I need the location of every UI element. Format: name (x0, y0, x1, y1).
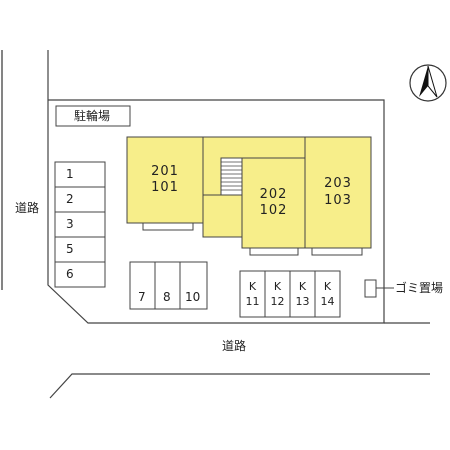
unit-number-102: 102 (259, 203, 288, 218)
garbage-area-box (364, 279, 377, 298)
parking-spot-8: 8 (163, 290, 171, 304)
unit-number-202: 202 (259, 186, 288, 202)
road-label-left: 道路 (15, 201, 40, 215)
parking-spot-k14: K 14 (320, 280, 335, 308)
parking-spot-1: 1 (66, 167, 74, 181)
road-edge-bottom (49, 373, 430, 399)
unit-middle: 202 102 (242, 158, 305, 248)
parking-spot-3: 3 (66, 217, 74, 231)
unit-left: 201 101 (127, 137, 203, 223)
parking-spot-2: 2 (66, 192, 74, 206)
property-boundary (47, 50, 385, 324)
staircase (220, 157, 243, 196)
parking-spot-10: 10 (185, 290, 201, 304)
balcony-middle (249, 247, 299, 256)
unit-number-203: 203 (324, 176, 352, 192)
balcony-right (311, 247, 363, 256)
unit-number-201: 201 (151, 163, 179, 179)
bicycle-parking-box (55, 105, 131, 127)
unit-number-103: 103 (324, 192, 352, 208)
unit-number-101: 101 (151, 180, 179, 195)
balcony-left (142, 222, 194, 231)
apartment-building (126, 136, 372, 249)
parking-spot-k13: K 13 (295, 280, 310, 308)
parking-spot-6: 6 (66, 267, 74, 281)
parking-spot-k12: K 12 (270, 280, 285, 308)
unit-right: 203 103 (305, 137, 371, 248)
road-label-bottom: 道路 (222, 339, 247, 353)
parking-spot-k11: K 11 (245, 280, 260, 308)
parking-spot-7: 7 (138, 290, 146, 304)
parking-spot-5: 5 (66, 242, 74, 256)
parking-left-group (54, 161, 106, 288)
parking-bottom-group (129, 261, 208, 310)
garbage-area-label: ゴミ置場 (395, 281, 444, 295)
bicycle-parking-label: 駐輪場 (74, 109, 111, 123)
parking-k-group (239, 270, 341, 318)
north-arrow-icon (409, 64, 447, 102)
